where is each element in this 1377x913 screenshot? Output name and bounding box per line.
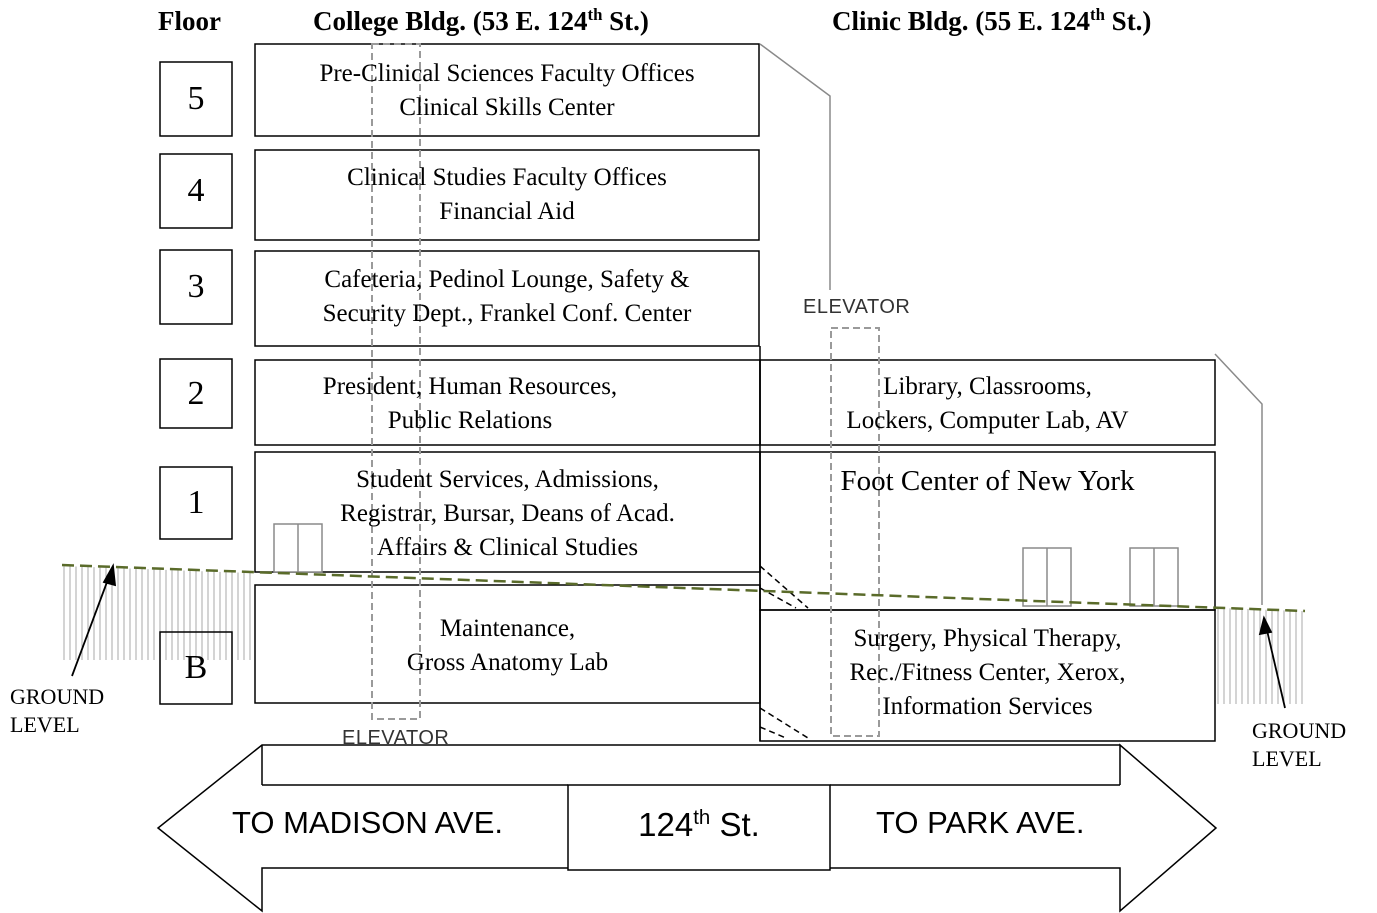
- to-madison-ave-label: TO MADISON AVE.: [232, 805, 504, 840]
- street-number: 124: [638, 806, 694, 843]
- floor-b-box: [159, 631, 233, 705]
- college-building: [254, 43, 761, 704]
- room-line: President, Human Resources,: [322, 373, 618, 400]
- college-floor-5-box: [254, 43, 760, 137]
- street-double-arrow: [156, 743, 1218, 913]
- room-line: Rec./Fitness Center, Xerox,: [849, 659, 1126, 686]
- clinic-roofline-leader: [759, 43, 831, 290]
- floor-2-box: [159, 358, 233, 429]
- windows: [273, 523, 1179, 607]
- room-line: Clinical Skills Center: [399, 94, 615, 121]
- room-line: Student Services, Admissions,: [356, 466, 659, 493]
- room-line: Public Relations: [387, 407, 553, 434]
- room-line: Clinical Studies Faculty Offices: [347, 164, 667, 191]
- arrow-head: [102, 563, 117, 587]
- ground-level-label-left: GROUND LEVEL: [10, 683, 104, 739]
- ground-level-line-2: LEVEL: [10, 712, 80, 737]
- college-floor-5-rooms: Pre-Clinical Sciences Faculty Offices Cl…: [255, 57, 759, 125]
- college-floor-1-rooms: Student Services, Admissions, Registrar,…: [255, 463, 760, 565]
- floor-5-box: [159, 61, 233, 137]
- college-building-header: College Bldg. (53 E. 124th St.): [313, 6, 649, 37]
- room-line: Pre-Clinical Sciences Faculty Offices: [319, 60, 695, 87]
- street-number-sup: th: [693, 806, 711, 829]
- room-line: Gross Anatomy Lab: [406, 649, 609, 676]
- college-header-text: College Bldg. (53 E. 124: [313, 6, 588, 36]
- clinic-floor-2-rooms: Library, Classrooms, Lockers, Computer L…: [760, 370, 1215, 438]
- street-name-label: 124th St.: [568, 806, 830, 844]
- college-header-end: St.): [602, 6, 649, 36]
- connector-line: [759, 565, 809, 609]
- room-line: Financial Aid: [439, 198, 575, 225]
- college-floor-4-rooms: Clinical Studies Faculty Offices Financi…: [255, 161, 759, 229]
- arrow-head: [1258, 615, 1273, 636]
- floor-1-box: [159, 466, 233, 540]
- floor-4-box: [159, 153, 233, 229]
- ground-level-arrow-left: [71, 573, 111, 677]
- college-header-sup: th: [587, 5, 603, 24]
- building-connectors: [759, 565, 809, 739]
- connector-line: [759, 587, 797, 609]
- ground-level-line-2: LEVEL: [1252, 746, 1322, 771]
- room-line: Surgery, Physical Therapy,: [853, 625, 1122, 652]
- college-elevator-label: ELEVATOR: [342, 727, 450, 749]
- ground-level-line-1: GROUND: [1252, 718, 1347, 743]
- clinic-elevator-label: ELEVATOR: [803, 296, 911, 318]
- room-line: Library, Classrooms,: [883, 373, 1092, 400]
- college-floor-b-rooms: Maintenance, Gross Anatomy Lab: [255, 612, 760, 680]
- floor-3-box: [159, 249, 233, 325]
- room-line: Lockers, Computer Lab, AV: [846, 407, 1129, 434]
- room-line: Foot Center of New York: [840, 465, 1135, 497]
- college-floor-4-box: [254, 149, 760, 241]
- room-line: Information Services: [882, 693, 1093, 720]
- street-name-box: [567, 784, 831, 871]
- clinic-elevator-shaft: [830, 327, 880, 737]
- floor-number: 1: [187, 484, 205, 521]
- room-line: Affairs & Clinical Studies: [376, 534, 639, 561]
- college-elevator-shaft: [371, 43, 421, 720]
- ground-level-label-right: GROUND LEVEL: [1252, 717, 1346, 773]
- clinic-floor-1-rooms: Foot Center of New York: [760, 464, 1215, 498]
- clinic-header-sup: th: [1090, 5, 1105, 24]
- room-line: Maintenance,: [439, 615, 576, 642]
- floor-number-boxes: [159, 61, 233, 705]
- ground-level-line: [61, 563, 1306, 613]
- clinic-building: [759, 346, 1216, 742]
- college-floor-3-rooms: Cafeteria, Pedinol Lounge, Safety & Secu…: [255, 263, 759, 331]
- connector-line: [759, 726, 787, 739]
- college-floor-2-rooms: President, Human Resources, Public Relat…: [255, 370, 685, 438]
- floor-number: 4: [187, 172, 205, 209]
- floor-column-header: Floor: [158, 6, 221, 36]
- college-floor-3-box: [254, 250, 760, 347]
- clinic-floor-b-rooms: Surgery, Physical Therapy, Rec./Fitness …: [760, 622, 1215, 724]
- clinic-header-text: Clinic Bldg. (55 E. 124: [832, 6, 1091, 36]
- clinic-building-header: Clinic Bldg. (55 E. 124th St.): [832, 6, 1151, 37]
- floor-number: 2: [187, 374, 205, 412]
- room-line: Security Dept., Frankel Conf. Center: [322, 300, 692, 327]
- to-park-ave-label: TO PARK AVE.: [876, 805, 1085, 840]
- room-line: Registrar, Bursar, Deans of Acad.: [340, 500, 675, 527]
- ground-level-line-1: GROUND: [10, 684, 105, 709]
- ground-hatching-right: [1217, 608, 1303, 704]
- ground-level-arrow-right: [1265, 625, 1286, 709]
- room-line: Cafeteria, Pedinol Lounge, Safety &: [324, 266, 690, 293]
- street-suffix: St.: [710, 806, 760, 843]
- floor-number: 3: [187, 268, 205, 305]
- clinic-header-end: St.): [1104, 6, 1152, 36]
- floor-number: 5: [187, 80, 205, 117]
- floor-number: B: [184, 649, 208, 686]
- clinic-wall-leader: [1214, 353, 1263, 605]
- ground-level-arrows: [71, 563, 1286, 709]
